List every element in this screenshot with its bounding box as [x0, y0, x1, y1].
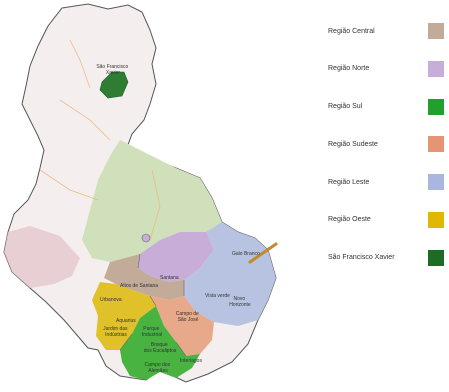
- legend-item-sao-francisco-xavier: São Francisco Xavier: [328, 249, 444, 267]
- label-altos-santana: Altos de Santana: [120, 283, 158, 289]
- label-campo-alemaes: Campo dos Alemães: [145, 362, 172, 374]
- legend-item-sul: Região Sul: [328, 98, 444, 116]
- region-oeste: [92, 282, 156, 350]
- legend-label: Região Leste: [328, 178, 370, 186]
- legend-item-norte: Região Norte: [328, 60, 444, 78]
- region-norte: [138, 232, 214, 282]
- legend-label: Região Oeste: [328, 216, 371, 224]
- legend-swatch: [428, 211, 444, 228]
- municipality-map: São Francisco Xavier Galo Branco Santana…: [3, 3, 278, 383]
- region-leste: [184, 222, 276, 326]
- division-lines: [119, 253, 187, 357]
- label-santana: Santana: [160, 275, 179, 281]
- label-novo-horizonte: Novo Horizonte: [229, 296, 251, 308]
- label-interlagos: Interlagos: [180, 358, 202, 364]
- legend-label: São Francisco Xavier: [328, 254, 395, 262]
- label-parque-industrial: Parque Industrial: [142, 326, 162, 338]
- rural-area: [82, 140, 222, 262]
- legend-swatch: [428, 98, 444, 115]
- legend-label: Região Norte: [328, 65, 370, 73]
- label-sao-francisco-xavier: São Francisco Xavier: [96, 64, 129, 76]
- galo-branco-road: [248, 242, 278, 264]
- label-jardim-industrias: Jardim das Indústrias: [103, 326, 129, 338]
- region-sul: [120, 306, 200, 380]
- legend-label: Região Sul: [328, 103, 363, 111]
- legend-label: Região Sudeste: [328, 140, 378, 148]
- region-sao-francisco-xavier: [99, 71, 129, 99]
- legend-item-central: Região Central: [328, 22, 444, 40]
- region-sudeste: [150, 296, 214, 356]
- road-lines: [39, 39, 161, 241]
- mountain-terrain: [4, 226, 80, 288]
- legend-swatch: [428, 60, 444, 77]
- label-vista-verde: Vista verde: [205, 293, 230, 299]
- region-central: [104, 254, 184, 300]
- legend-swatch: [428, 136, 444, 153]
- legend-swatch: [428, 23, 444, 39]
- label-galo-branco: Galo Branco: [232, 251, 260, 257]
- label-urbanova: Urbanova: [100, 297, 122, 303]
- legend-item-sudeste: Região Sudeste: [328, 135, 444, 153]
- label-campo-sao-jose: Campo de São José: [176, 311, 200, 323]
- legend-item-oeste: Região Oeste: [328, 211, 444, 229]
- map-legend: Região Central Região Norte Região Sul R…: [328, 22, 444, 287]
- legend-swatch: [428, 249, 444, 266]
- legend-item-leste: Região Leste: [328, 173, 444, 191]
- legend-label: Região Central: [328, 27, 375, 35]
- location-marker: [141, 233, 151, 243]
- label-aquarius: Aquarius: [116, 318, 136, 324]
- legend-swatch: [428, 174, 444, 191]
- label-bosque-eucaliptos: Bosque dos Eucaliptos: [144, 342, 177, 354]
